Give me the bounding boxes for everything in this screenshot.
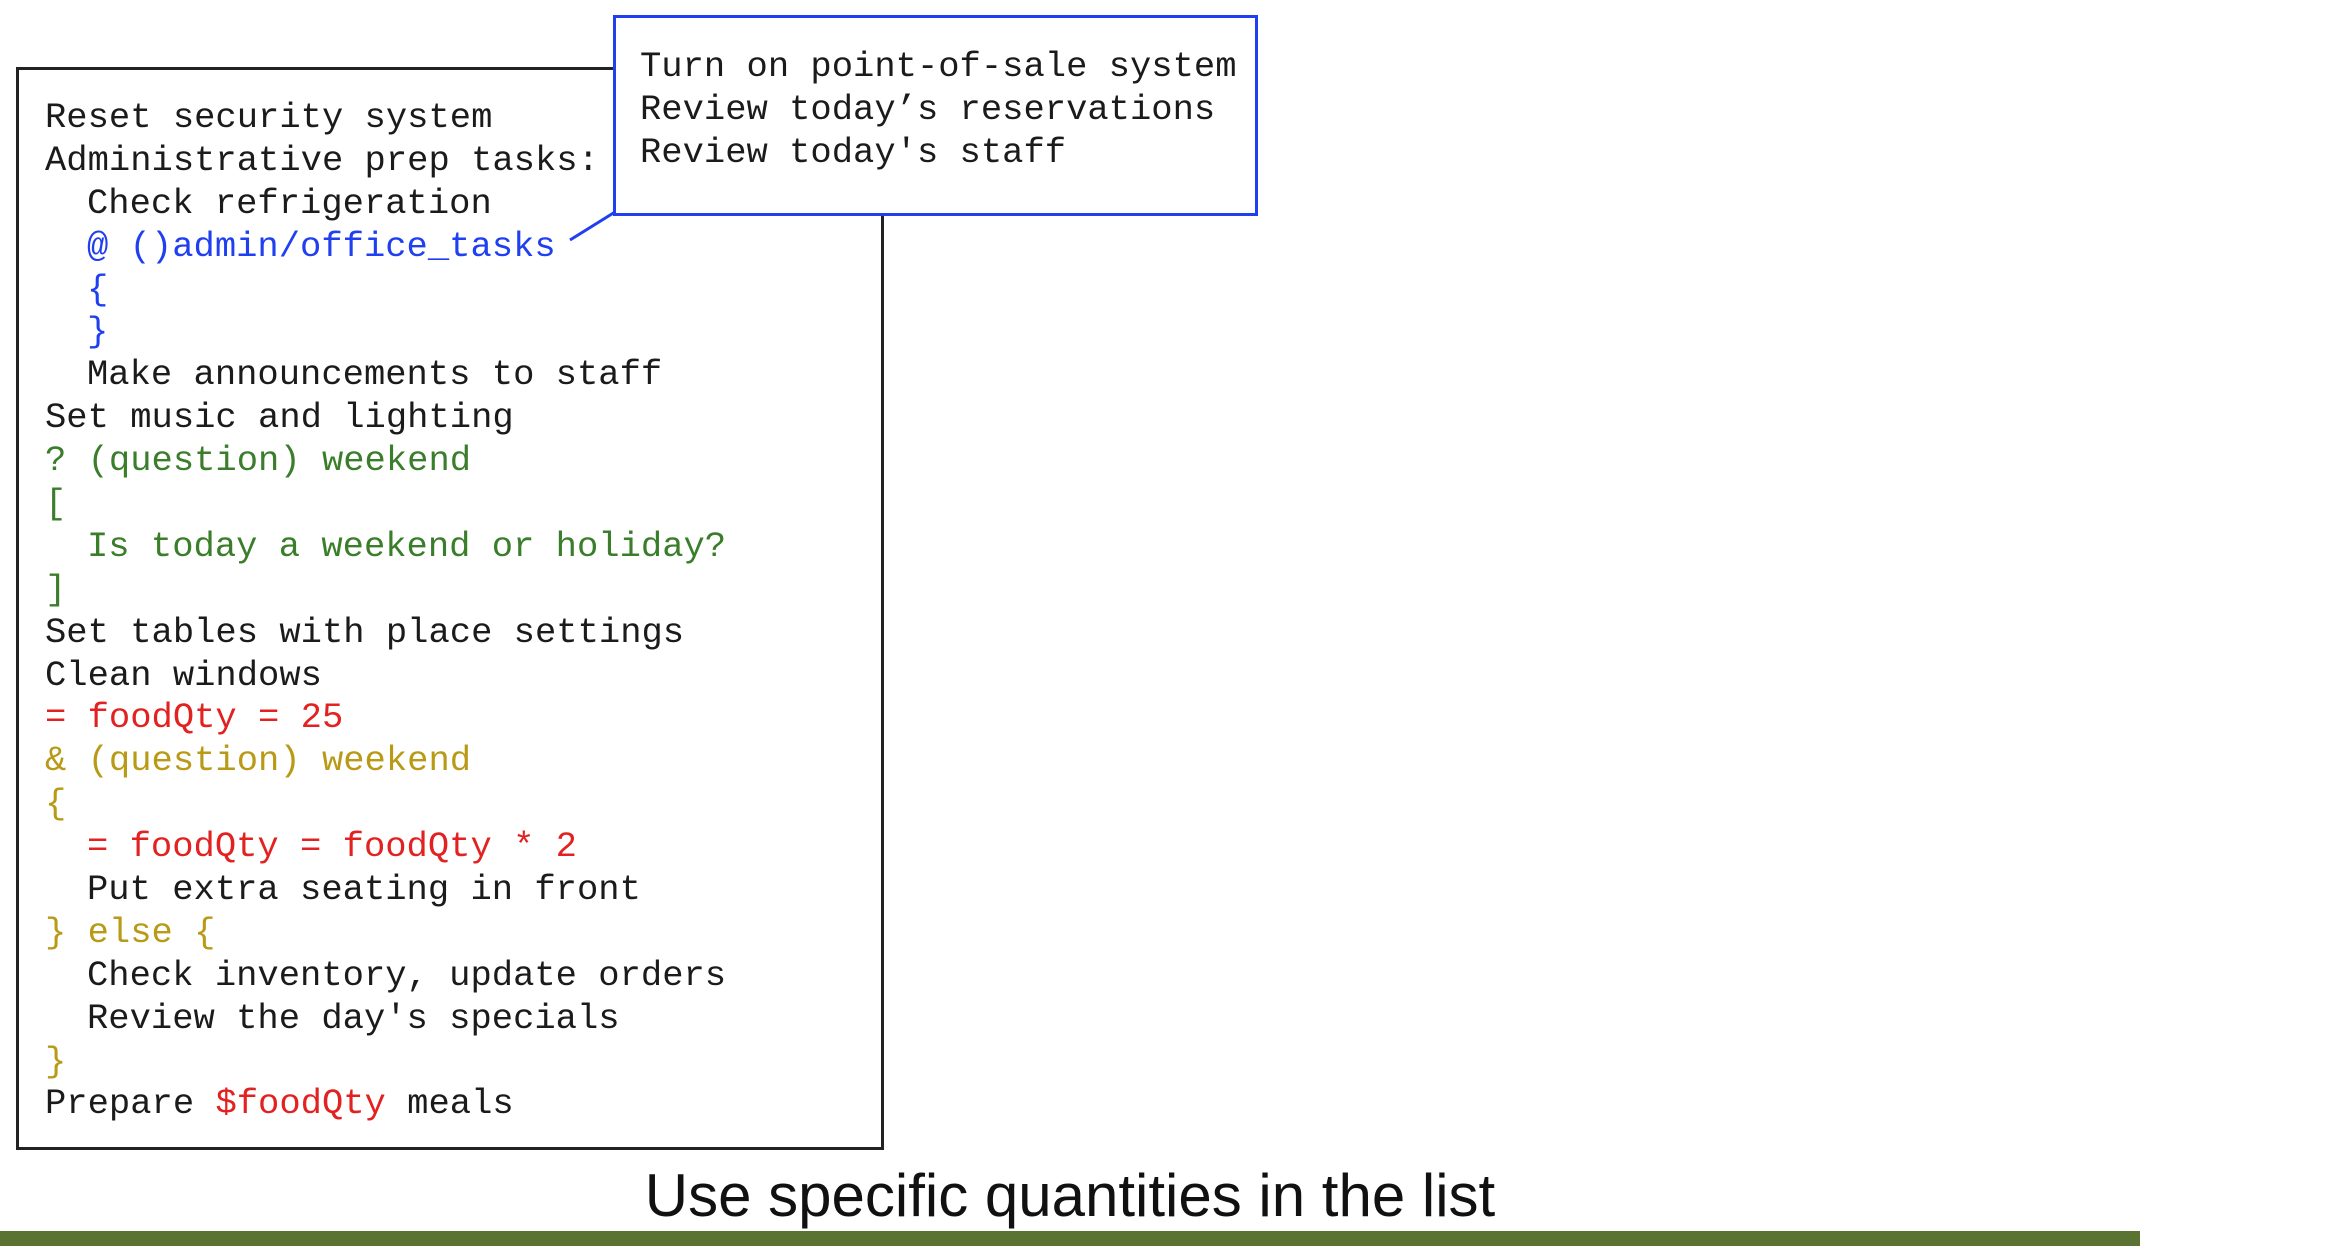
code-segment: Put extra seating in front [87,869,641,911]
code-line: { [45,783,726,826]
code-segment: Set music and lighting [45,397,514,439]
code-segment: Administrative prep tasks: [45,139,599,181]
code-segment: @ ()admin/office_tasks [87,225,556,267]
slide-caption: Use specific quantities in the list [644,1162,1496,1229]
callout-line-text: Review today's staff [640,131,1067,173]
code-segment: Prepare [45,1083,216,1125]
code-line: Make announcements to staff [45,354,726,397]
code-segment: & (question) weekend [45,740,472,782]
code-line: Reset security system [45,97,726,140]
code-segment: Is today a weekend or holiday? [87,525,727,567]
code-line: Check inventory, update orders [45,955,726,998]
code-line: Set music and lighting [45,397,726,440]
code-line: @ ()admin/office_tasks [45,226,726,269]
code-line: = foodQty = foodQty * 2 [45,826,726,869]
code-segment: Make announcements to staff [87,354,663,396]
code-segment: } [45,1040,67,1082]
callout-line-text: Review today’s reservations [640,88,1216,130]
code-line: ? (question) weekend [45,440,726,483]
code-segment: meals [385,1083,514,1125]
code-line: Check refrigeration [45,183,726,226]
code-segment: ? (question) weekend [45,440,472,482]
code-line: ] [45,569,726,612]
code-segment: Set tables with place settings [45,611,685,653]
footer-bar [0,1231,2140,1246]
code-line: } else { [45,912,726,955]
code-segment: { [87,268,109,310]
code-line: Review the day's specials [45,998,726,1041]
callout-line-text: Turn on point-of-sale system [640,46,1237,87]
code-segment: [ [45,483,67,525]
code-line: Put extra seating in front [45,869,726,912]
code-segment: Review the day's specials [87,997,620,1039]
code-line: } [45,1041,726,1084]
code-segment: Check inventory, update orders [87,954,727,996]
code-segment: = foodQty = 25 [45,697,344,739]
code-segment: Reset security system [45,97,493,138]
code-line: Prepare $foodQty meals [45,1083,726,1126]
code-segment: } [87,311,109,353]
code-line: Administrative prep tasks: [45,140,726,183]
code-line: Is today a weekend or holiday? [45,526,726,569]
code-line: Set tables with place settings [45,612,726,655]
code-segment: Check refrigeration [87,182,492,224]
code-segment: { [45,783,67,825]
code-line: [ [45,483,726,526]
code-segment: ] [45,568,67,610]
code-line: & (question) weekend [45,740,726,783]
code-line: = foodQty = 25 [45,697,726,740]
code-segment: } else { [45,911,216,953]
code-segment: = foodQty = foodQty * 2 [87,826,577,868]
code-segment: Clean windows [45,654,322,696]
code-line: } [45,311,726,354]
code-line: { [45,269,726,312]
code-segment: $foodQty [215,1083,386,1125]
code-line: Clean windows [45,655,726,698]
